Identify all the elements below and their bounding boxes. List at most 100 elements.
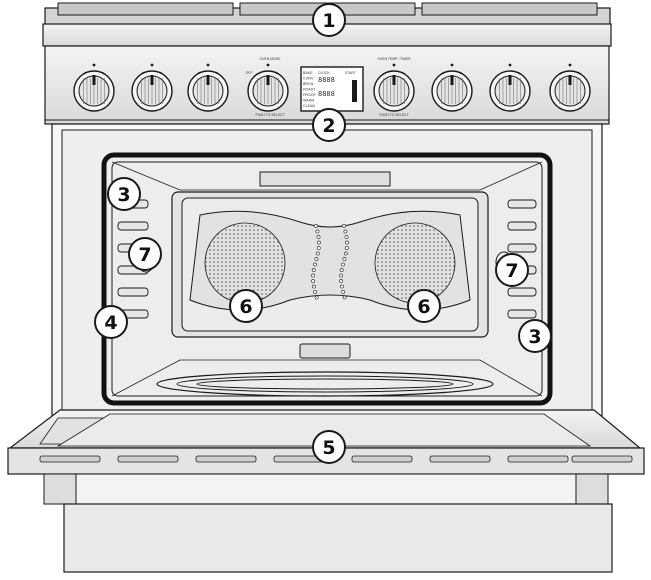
door-vent-slot bbox=[351, 455, 413, 463]
callout-number: 3 bbox=[528, 326, 541, 348]
display-start-label: START bbox=[345, 71, 356, 75]
center-vent-holes bbox=[311, 224, 349, 300]
vent-hole bbox=[311, 284, 316, 289]
vent-hole bbox=[339, 273, 343, 278]
callout-number: 4 bbox=[104, 312, 117, 334]
oven-temp-timer-label: OVEN TEMP / TIMER bbox=[377, 57, 411, 61]
vent-hole bbox=[311, 279, 316, 283]
vent-hole bbox=[339, 279, 344, 283]
door-vent-slot bbox=[571, 455, 633, 463]
display-mode-label: ROAST bbox=[303, 88, 316, 92]
control-knob[interactable] bbox=[431, 63, 473, 112]
rack-guide-rail bbox=[507, 309, 537, 319]
vent-hole bbox=[344, 235, 349, 239]
display-mode-label: BROIL bbox=[303, 82, 314, 86]
callout-number: 5 bbox=[322, 437, 335, 459]
vent-hole bbox=[315, 251, 320, 256]
vent-hole bbox=[314, 257, 319, 261]
callout-c3b: 3 bbox=[518, 319, 552, 353]
rack-guide-rail bbox=[507, 199, 537, 209]
control-knob[interactable] bbox=[489, 63, 531, 112]
callout-c6a: 6 bbox=[229, 289, 263, 323]
rack-guide-rail bbox=[507, 287, 537, 297]
callout-number: 2 bbox=[322, 115, 335, 137]
vent-hole bbox=[342, 257, 347, 261]
rear-convection-panel bbox=[171, 191, 489, 338]
rack-guide-rail bbox=[117, 221, 149, 231]
vent-hole bbox=[343, 229, 348, 234]
vent-hole bbox=[339, 284, 344, 289]
callout-c7b: 7 bbox=[495, 253, 529, 287]
callout-c7a: 7 bbox=[128, 237, 162, 271]
vent-hole bbox=[341, 262, 345, 267]
off-label: OFF bbox=[246, 71, 253, 75]
callout-number: 6 bbox=[239, 296, 252, 318]
callout-c5: 5 bbox=[312, 430, 346, 464]
door-vent-slot bbox=[39, 455, 101, 463]
display-mode-label: CLEAN bbox=[303, 104, 315, 108]
callout-c6b: 6 bbox=[407, 289, 441, 323]
display-mode-label: CONV bbox=[303, 77, 314, 81]
callout-number: 3 bbox=[117, 184, 130, 206]
display-bar-indicator bbox=[352, 80, 357, 102]
rack-guide-rail bbox=[507, 221, 537, 231]
vent-hole bbox=[345, 240, 349, 245]
bottom-element-cover bbox=[299, 343, 351, 359]
vent-hole bbox=[313, 262, 317, 267]
control-knob[interactable] bbox=[373, 63, 415, 112]
door-vent-slot bbox=[117, 455, 179, 463]
display-segments-bottom: 8888 bbox=[318, 90, 335, 98]
vent-hole bbox=[316, 246, 321, 250]
vent-hole bbox=[314, 224, 318, 228]
vent-hole bbox=[341, 290, 346, 294]
callout-number: 6 bbox=[417, 296, 430, 318]
callout-number: 7 bbox=[138, 244, 151, 266]
control-knob[interactable] bbox=[549, 63, 591, 112]
rack-guide-rail bbox=[117, 287, 149, 297]
vent-hole bbox=[342, 295, 347, 300]
vent-hole bbox=[314, 295, 319, 300]
callout-number: 7 bbox=[505, 260, 518, 282]
callout-c4: 4 bbox=[94, 305, 128, 339]
vent-hole bbox=[316, 235, 321, 239]
display-mode-label: BAKE bbox=[303, 71, 313, 75]
vent-hole bbox=[339, 268, 344, 272]
door-vent-slot bbox=[195, 455, 257, 463]
callout-number: 1 bbox=[322, 10, 335, 32]
right-convection-fan-grille bbox=[374, 222, 456, 304]
vent-hole bbox=[343, 251, 348, 256]
display-mode-label: PROOF bbox=[303, 93, 317, 97]
vent-hole bbox=[317, 240, 321, 245]
rack-guide-rail bbox=[507, 243, 537, 253]
display-segments-top: 8888 bbox=[318, 76, 335, 84]
door-vent-slot bbox=[507, 455, 569, 463]
oven-door bbox=[7, 409, 645, 475]
vent-hole bbox=[344, 246, 349, 250]
callout-c2: 2 bbox=[312, 108, 346, 142]
control-knob[interactable] bbox=[187, 63, 229, 112]
storage-drawer bbox=[43, 473, 613, 573]
knobs-group bbox=[73, 63, 591, 112]
vent-hole bbox=[311, 268, 316, 272]
display-clock-label: CLOCK bbox=[318, 71, 330, 75]
top-element bbox=[259, 171, 391, 187]
control-knob[interactable] bbox=[73, 63, 115, 112]
vent-hole bbox=[315, 229, 320, 234]
push-to-select-left-label: PUSH TO SELECT bbox=[255, 113, 284, 117]
push-to-select-right-label: PUSH TO SELECT bbox=[379, 113, 408, 117]
door-vent-slots bbox=[39, 455, 633, 463]
vent-hole bbox=[313, 290, 318, 294]
control-knob[interactable] bbox=[131, 63, 173, 112]
display-mode-label: WARM bbox=[303, 99, 314, 103]
callout-c1: 1 bbox=[312, 3, 346, 37]
vent-hole bbox=[311, 273, 315, 278]
callout-badges: 1 2 3 3 4 5 6 6 7 7 bbox=[94, 3, 552, 464]
oven-mode-label: OVEN MODE bbox=[260, 57, 281, 61]
control-knob[interactable] bbox=[247, 63, 289, 112]
door-vent-slot bbox=[429, 455, 491, 463]
bottom-element bbox=[156, 343, 494, 397]
